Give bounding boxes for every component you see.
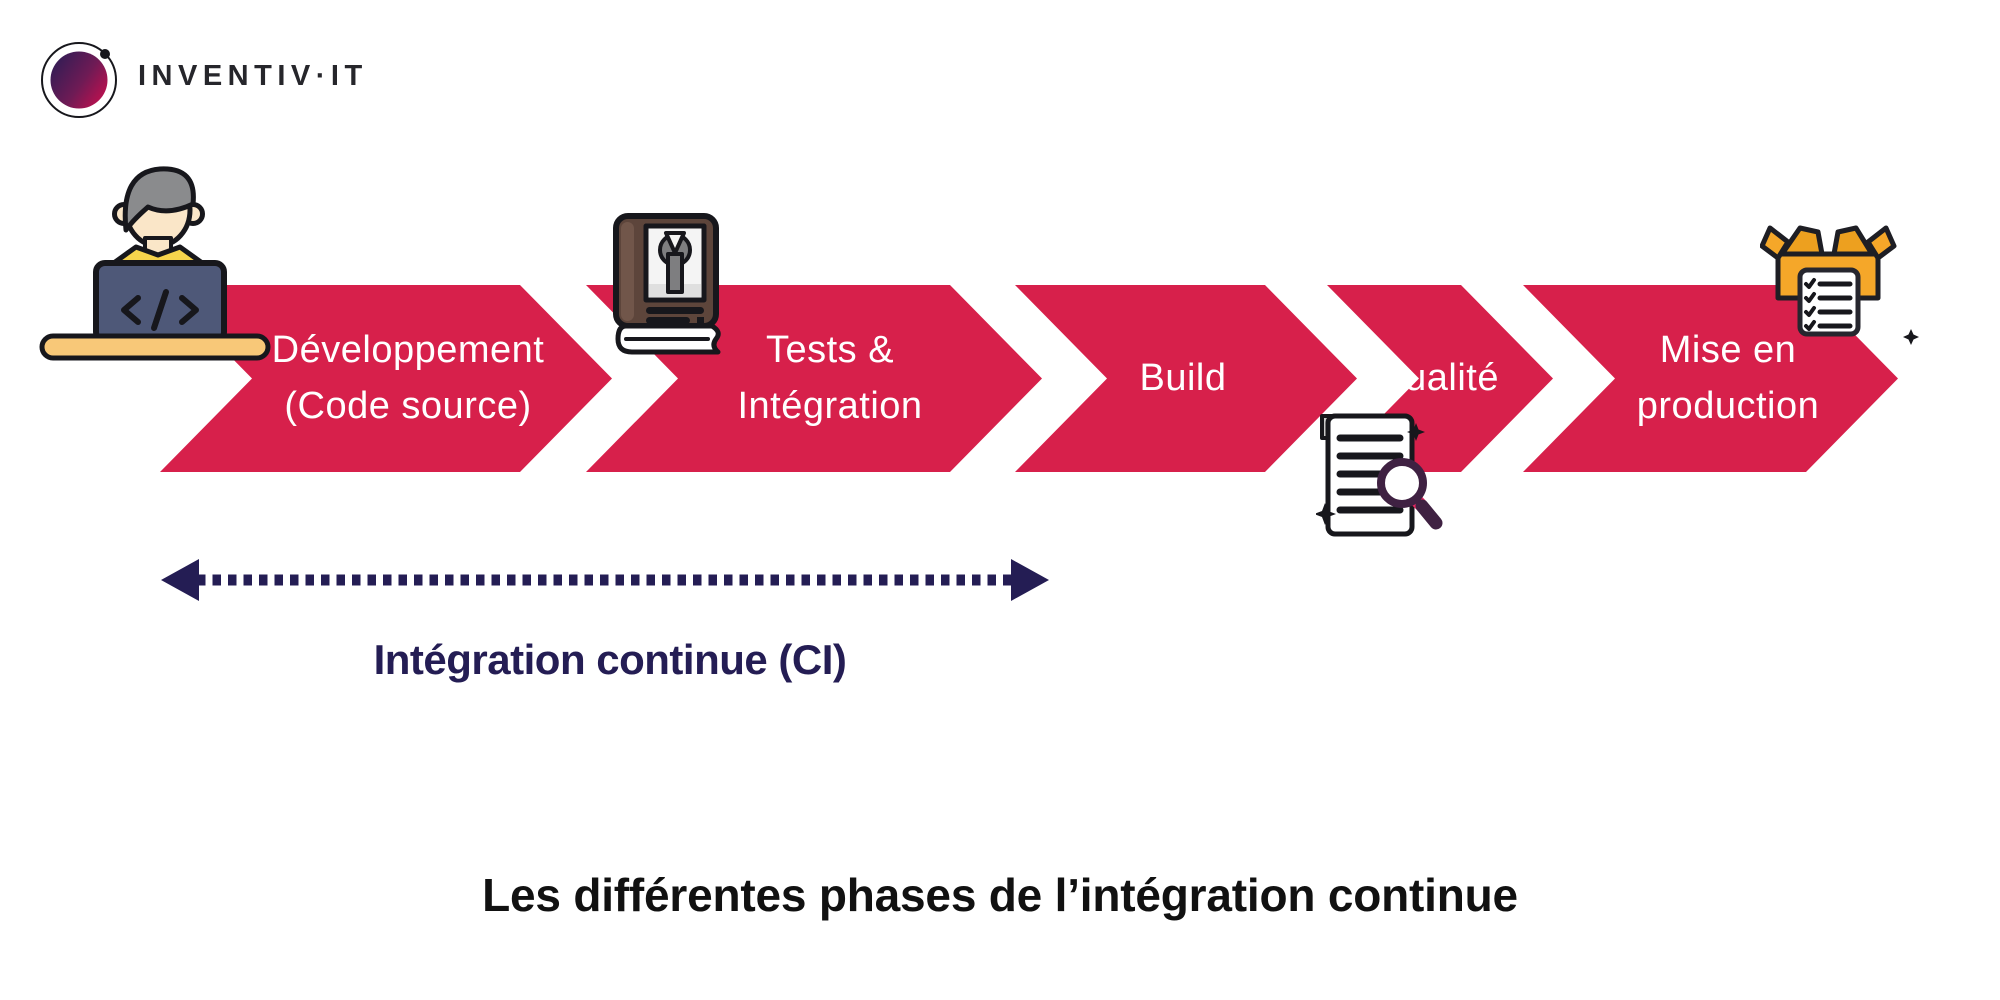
release-package-box-icon <box>1760 225 1919 345</box>
phase-label-line: Mise en <box>1659 329 1797 371</box>
phase-label-line: Développement <box>271 329 545 371</box>
phase-label-qualite: Qualité <box>1375 350 1499 406</box>
quality-document-magnifier-icon <box>1316 413 1443 537</box>
phase-label-line: Intégration <box>737 385 923 427</box>
diagram-caption: Les différentes phases de l’intégration … <box>482 869 1518 921</box>
phase-label-line: Tests & <box>765 329 895 371</box>
phase-label-line: Qualité <box>1375 357 1499 399</box>
ci-span-label: Intégration continue (CI) <box>373 636 847 683</box>
phase-arrow-build <box>1015 285 1357 472</box>
phase-label-line: Build <box>1139 357 1227 399</box>
manual-book-wrench-icon <box>613 213 721 355</box>
orbit-dot <box>100 49 110 59</box>
phase-label-mise-en-production: Mise en production <box>1637 322 1819 434</box>
arrowhead-left-icon <box>161 559 199 601</box>
logo-orbit-mark-icon <box>41 42 117 118</box>
developer-at-laptop-icon <box>39 166 271 361</box>
arrowhead-right-icon <box>1011 559 1049 601</box>
logo-sphere <box>50 51 108 109</box>
phase-label-tests-integration: Tests & Intégration <box>737 322 922 434</box>
phase-label-build: Build <box>1140 350 1227 406</box>
ci-span-dotted-arrow <box>161 559 1049 601</box>
phase-label-developpement: Développement (Code source) <box>272 322 545 434</box>
brand-text: INVENTIV·IT <box>138 60 368 92</box>
phase-label-line: production <box>1636 385 1820 427</box>
orbit-ring <box>41 42 117 118</box>
phase-arrow-developpement <box>160 285 612 472</box>
phase-label-line: (Code source) <box>284 385 532 427</box>
